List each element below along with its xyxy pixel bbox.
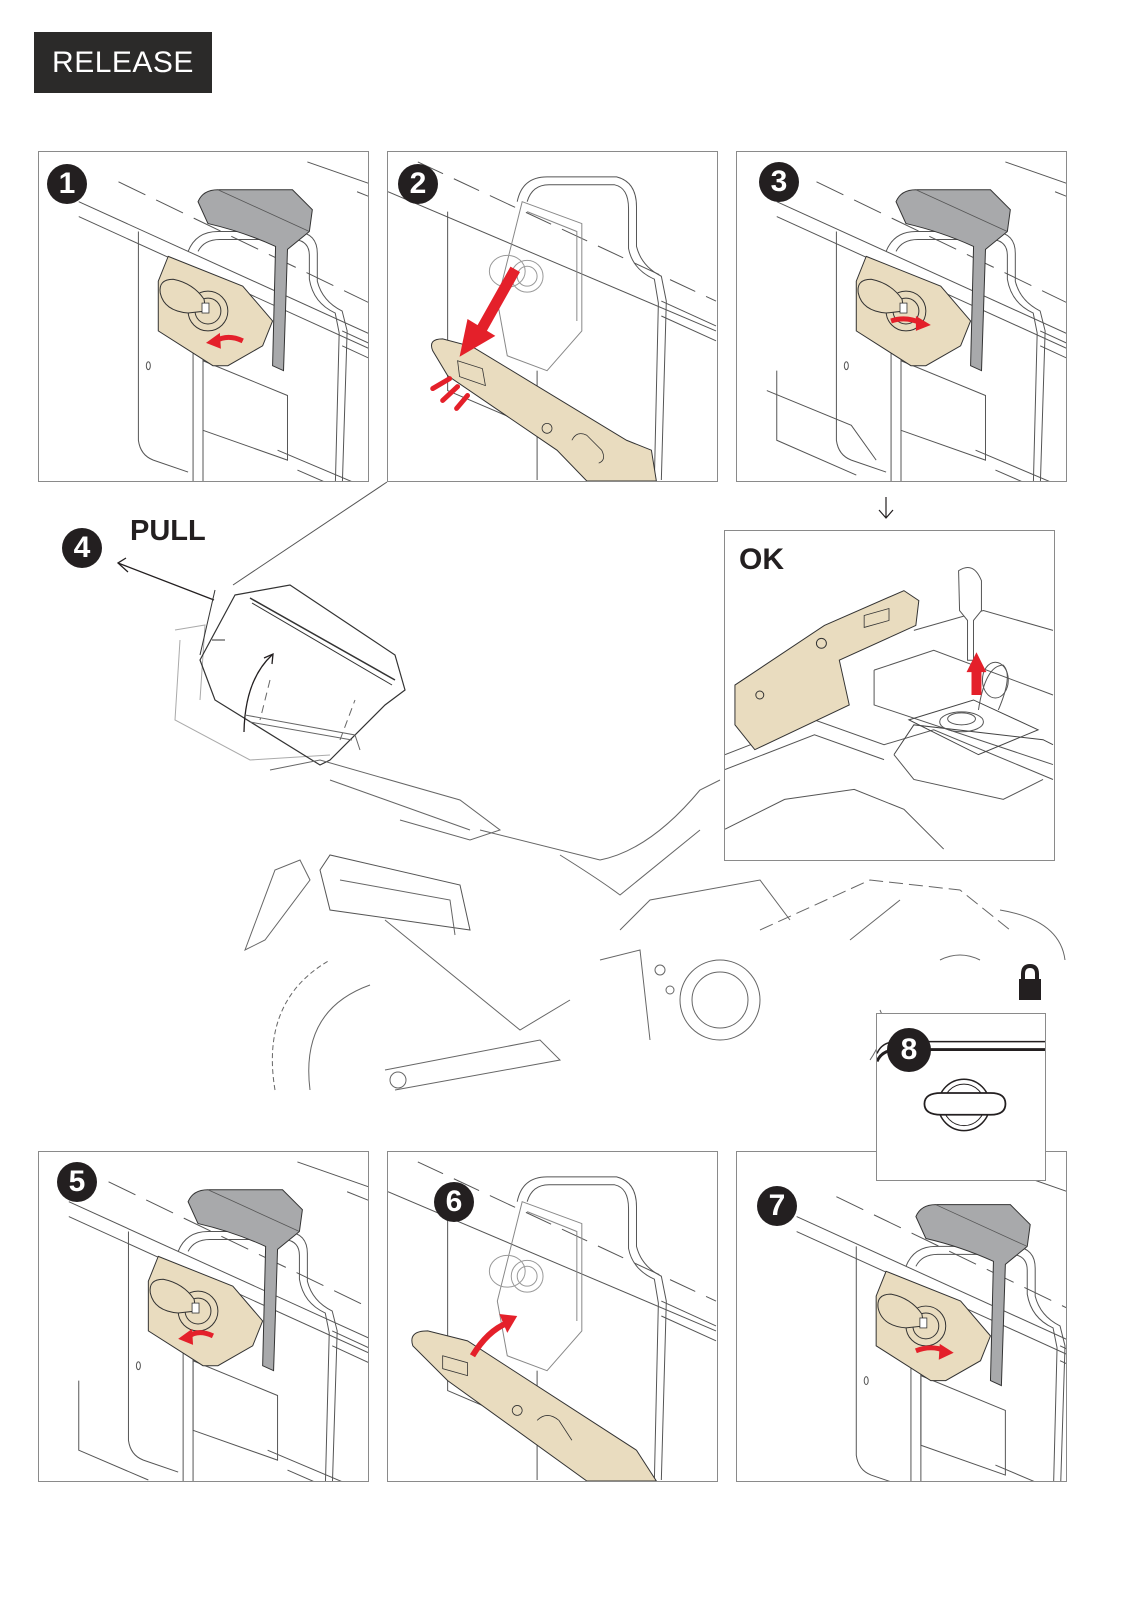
step-number-badge: 3 (759, 162, 799, 202)
step-2-panel: 2 (387, 151, 718, 482)
motion-lines-icon (430, 376, 471, 411)
step-8-panel: 8 (876, 1013, 1046, 1181)
arrow-down-left-icon (474, 266, 520, 336)
step-number-badge: 8 (887, 1028, 931, 1072)
step-number-badge: 7 (757, 1186, 797, 1226)
padlock-icon-step8 (1019, 964, 1041, 1000)
callout-line (232, 481, 388, 586)
hinge-arm (734, 590, 920, 751)
step-number-badge: 1 (47, 164, 87, 204)
release-lever (430, 338, 657, 481)
curved-arrow-up-icon (469, 1320, 509, 1358)
step-number-badge: 2 (398, 164, 438, 204)
ok-panel: OK (724, 530, 1055, 861)
ok-label: OK (739, 543, 784, 576)
padlock-icon (1015, 543, 1055, 861)
step-number-badge: 5 (57, 1162, 97, 1202)
step-5-panel: 5 (38, 1151, 369, 1482)
arrow-down-icon (878, 497, 894, 519)
release-lever (411, 1330, 657, 1481)
step-1-panel: 1 (38, 151, 369, 482)
step-6-panel: 6 (387, 1151, 718, 1482)
lock-handle (923, 1092, 1007, 1116)
step-3-panel: 3 (736, 151, 1067, 482)
step-7-panel: 7 (736, 1151, 1067, 1482)
step-1-illustration (78, 161, 368, 481)
step-4-badge: 4 (62, 528, 102, 568)
step-number-badge: 6 (434, 1182, 474, 1222)
pull-label: PULL (130, 515, 206, 547)
pull-arrow-icon (117, 562, 215, 601)
release-title: RELEASE (34, 32, 212, 93)
